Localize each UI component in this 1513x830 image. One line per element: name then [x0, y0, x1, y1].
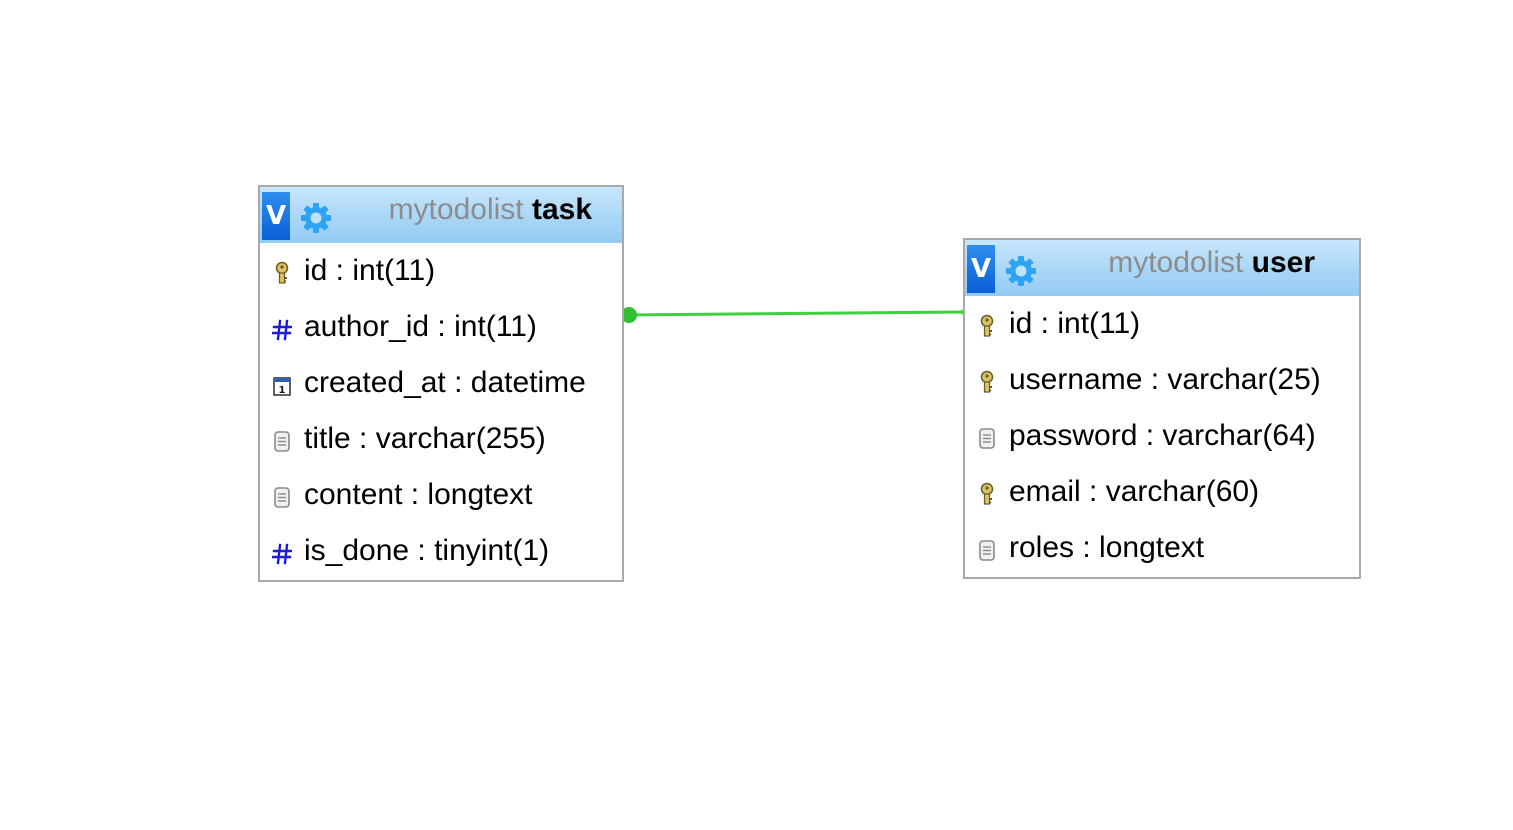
text-field-icon: [274, 487, 290, 508]
calendar-icon: 1: [273, 377, 291, 396]
column-row[interactable]: title : varchar(255): [260, 411, 622, 467]
column-row[interactable]: author_id : int(11): [260, 299, 622, 355]
table-task[interactable]: V mytodolist task: [258, 185, 624, 582]
column-text: password : varchar(64): [1009, 419, 1316, 452]
toggle-columns-button[interactable]: V: [262, 192, 290, 240]
column-row[interactable]: id : int(11): [965, 296, 1359, 352]
database-name: mytodolist: [1108, 246, 1244, 279]
text-field-icon: [979, 428, 995, 449]
column-text: roles : longtext: [1009, 531, 1205, 564]
column-text: content : longtext: [304, 478, 533, 511]
column-row[interactable]: username : varchar(25): [965, 352, 1359, 408]
gear-icon[interactable]: [1005, 255, 1037, 287]
relation-author-id-to-user-id: [621, 307, 967, 323]
column-list: id : int(11) username : varchar(25): [965, 296, 1359, 576]
table-user[interactable]: V mytodolist user: [963, 238, 1361, 579]
column-text: email : varchar(60): [1009, 475, 1260, 508]
table-title: mytodolist user: [1108, 244, 1315, 282]
table-title: mytodolist task: [389, 191, 592, 229]
hash-icon: [272, 319, 292, 341]
column-text: id : int(11): [1009, 307, 1141, 340]
column-row[interactable]: roles : longtext: [965, 520, 1359, 576]
column-text: author_id : int(11): [304, 310, 537, 343]
table-header[interactable]: V mytodolist user: [965, 240, 1359, 296]
key-icon: [980, 482, 994, 505]
column-row[interactable]: email : varchar(60): [965, 464, 1359, 520]
hash-icon: [272, 543, 292, 565]
gear-icon[interactable]: [300, 202, 332, 234]
column-text: username : varchar(25): [1009, 363, 1321, 396]
table-header[interactable]: V mytodolist task: [260, 187, 622, 243]
relation-line: [625, 310, 964, 317]
column-text: id : int(11): [304, 254, 436, 287]
svg-text:1: 1: [279, 385, 286, 396]
column-row[interactable]: content : longtext: [260, 467, 622, 523]
column-row[interactable]: is_done : tinyint(1): [260, 523, 622, 579]
table-name: task: [531, 193, 592, 226]
database-name: mytodolist: [388, 193, 524, 226]
key-icon: [980, 314, 994, 337]
column-text: is_done : tinyint(1): [304, 534, 550, 567]
column-row[interactable]: 1 created_at : datetime: [260, 355, 622, 411]
key-icon: [275, 261, 289, 284]
text-field-icon: [979, 540, 995, 561]
text-field-icon: [274, 431, 290, 452]
column-row[interactable]: id : int(11): [260, 243, 622, 299]
column-text: title : varchar(255): [304, 422, 546, 455]
column-row[interactable]: password : varchar(64): [965, 408, 1359, 464]
table-name: user: [1251, 246, 1315, 279]
column-text: created_at : datetime: [304, 366, 586, 399]
key-icon: [980, 370, 994, 393]
column-list: id : int(11) author_id : int(11): [260, 243, 622, 579]
toggle-columns-button[interactable]: V: [967, 245, 995, 293]
